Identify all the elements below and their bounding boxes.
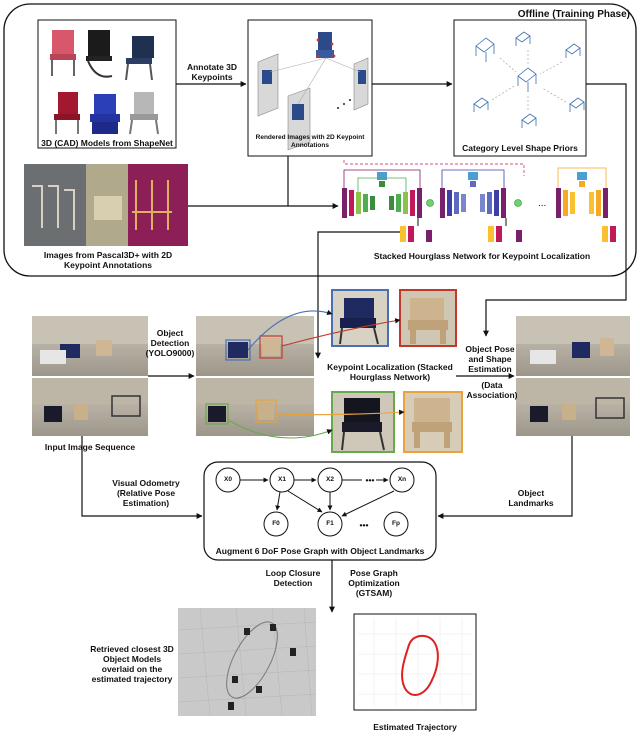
pose-graph-box <box>203 461 437 561</box>
arrow-hourglass-to-keypoints <box>315 231 400 359</box>
cad-chair-grey-icon <box>129 92 159 135</box>
input-seq-label: Input Image Sequence <box>44 442 136 452</box>
node-xn <box>389 467 415 493</box>
shape-priors-panel <box>453 19 587 157</box>
priors-label: Category Level Shape Priors <box>462 143 578 153</box>
hourglass-stack-1 <box>342 169 422 218</box>
retrieved-label: Retrieved closest 3D Object Models overl… <box>90 644 174 684</box>
node-x2-label: X2 <box>326 476 334 483</box>
crop-red <box>399 289 457 347</box>
arrow-blue-crop <box>247 309 333 351</box>
detection-image-sequence <box>196 316 314 436</box>
hourglass-dots: ... <box>538 198 546 209</box>
cad-chair-crimson-icon <box>54 92 80 134</box>
hourglass-join-2 <box>514 199 522 207</box>
cad-chair-black-icon <box>86 30 113 78</box>
hourglass-network: ... <box>342 160 616 242</box>
data-assoc-label: (Data Association) <box>466 380 518 400</box>
pose-shape-label: Object Pose and Shape Estimation <box>465 344 515 374</box>
pascal-images-panel <box>24 164 188 246</box>
trajectory-label: Estimated Trajectory <box>373 722 457 732</box>
node-f1-label: F1 <box>326 520 334 527</box>
node-fp-label: Fp <box>392 520 400 527</box>
hourglass-stack-2 <box>440 169 506 218</box>
retrieved-models-image <box>177 607 317 717</box>
node-x1-label: X1 <box>278 476 286 483</box>
crop-orange <box>403 391 463 453</box>
arrow-red-crop <box>281 318 401 347</box>
node-fp <box>383 511 409 537</box>
node-xn-label: Xn <box>397 476 407 483</box>
arrow-green-crop <box>227 419 333 439</box>
offline-title: Offline (Training Phase) <box>517 9 630 20</box>
arrow-orange-crop <box>275 409 405 416</box>
cad-chair-red-icon <box>50 30 76 76</box>
graph-dots-top: ••• <box>365 475 375 485</box>
estimated-trajectory-plot <box>353 613 477 711</box>
pgo-label: Pose Graph Optimization (GTSAM) <box>348 568 400 598</box>
crop-green <box>331 391 395 453</box>
arrow-landmarks <box>437 436 573 519</box>
offline-phase-box <box>3 3 637 277</box>
graph-label: Augment 6 DoF Pose Graph with Object Lan… <box>215 546 425 556</box>
cad-chair-navy-icon <box>125 36 154 81</box>
rendered-label: Rendered Images with 2D Keypoint Annotat… <box>255 134 365 149</box>
detection-label: Object Detection (YOLO9000) <box>145 328 195 358</box>
node-x0-label: X0 <box>224 476 232 483</box>
cad-label: 3D (CAD) Models from ShapeNet <box>41 138 173 148</box>
keypoint-loc-label: Keypoint Localization (Stacked Hourglass… <box>327 362 453 382</box>
hourglass-label: Stacked Hourglass Network for Keypoint L… <box>373 251 591 261</box>
pascal-label: Images from Pascal3D+ with 2D Keypoint A… <box>43 250 173 270</box>
landmarks-label: Object Landmarks <box>508 488 554 508</box>
trajectory-curve <box>401 634 439 696</box>
cad-chair-blue-icon <box>90 94 120 134</box>
rendered-images-panel <box>247 19 373 157</box>
node-f0-label: F0 <box>272 520 280 527</box>
hourglass-join-1 <box>426 199 434 207</box>
vo-label: Visual Odometry (Relative Pose Estimatio… <box>112 478 180 508</box>
input-image-sequence <box>32 316 148 436</box>
arrow-priors-to-pose <box>483 83 627 337</box>
cad-models-panel <box>37 19 177 149</box>
crop-blue <box>331 289 389 347</box>
node-f0 <box>263 511 289 537</box>
node-f1 <box>317 511 343 537</box>
annotate-label: Annotate 3D Keypoints <box>186 62 238 82</box>
arrow-vo <box>81 436 203 519</box>
graph-dots-bottom: ••• <box>359 520 369 530</box>
output-image-sequence <box>516 316 630 436</box>
hourglass-stack-3 <box>556 167 608 218</box>
loop-label: Loop Closure Detection <box>265 568 321 588</box>
